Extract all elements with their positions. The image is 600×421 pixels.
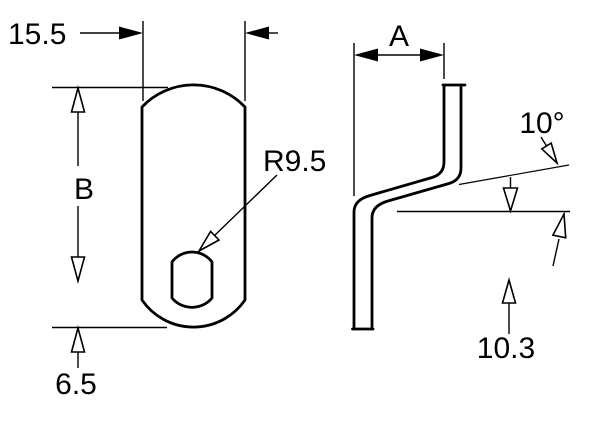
- dimension-width: 15.5: [8, 18, 278, 101]
- arrowhead-up: [70, 84, 86, 113]
- arrowhead-left-pointing: [245, 26, 269, 40]
- arrowhead-down-left: [196, 230, 221, 254]
- arrowhead-left-pointing: [354, 48, 378, 62]
- dimension-height-label: B: [74, 173, 94, 206]
- profile-left-face: [352, 83, 446, 331]
- arrowhead-right-pointing: [420, 48, 444, 62]
- dimension-a-label: A: [389, 20, 409, 53]
- dimension-drop: 10.3: [477, 277, 535, 365]
- arrowhead-up-slanted: [551, 211, 567, 239]
- radius-leader-line: [212, 174, 278, 238]
- dimension-a: A: [353, 20, 445, 196]
- angled-reference-line: [458, 164, 570, 186]
- arrowhead-down-right: [540, 141, 559, 166]
- profile-right-face: [370, 83, 463, 331]
- arrowhead-down: [70, 256, 86, 285]
- dimension-bottom-offset: 6.5: [52, 324, 167, 401]
- dimension-width-label: 15.5: [8, 18, 66, 51]
- angle-references: 10°: [397, 107, 570, 267]
- dimension-height-b: B: [52, 84, 168, 285]
- front-view: 15.5 B 6.5 R9.5: [8, 18, 326, 401]
- dimension-radius-label: R9.5: [263, 145, 326, 178]
- arrowhead-down: [502, 187, 519, 214]
- dimension-angle-label: 10°: [519, 107, 564, 140]
- dimension-radius: R9.5: [196, 145, 326, 254]
- dimension-bottom-label: 6.5: [55, 368, 97, 401]
- dimension-drop-label: 10.3: [477, 332, 535, 365]
- arrowhead-up: [70, 324, 86, 353]
- side-view: A 10° 10.3: [351, 20, 570, 365]
- slant-arrow-shaft: [552, 238, 560, 267]
- side-view-profile: [351, 83, 467, 331]
- arrowhead-right-pointing: [119, 26, 143, 40]
- arrowhead-up: [501, 277, 517, 304]
- front-view-outline: [140, 83, 247, 329]
- front-view-hole: [170, 250, 214, 309]
